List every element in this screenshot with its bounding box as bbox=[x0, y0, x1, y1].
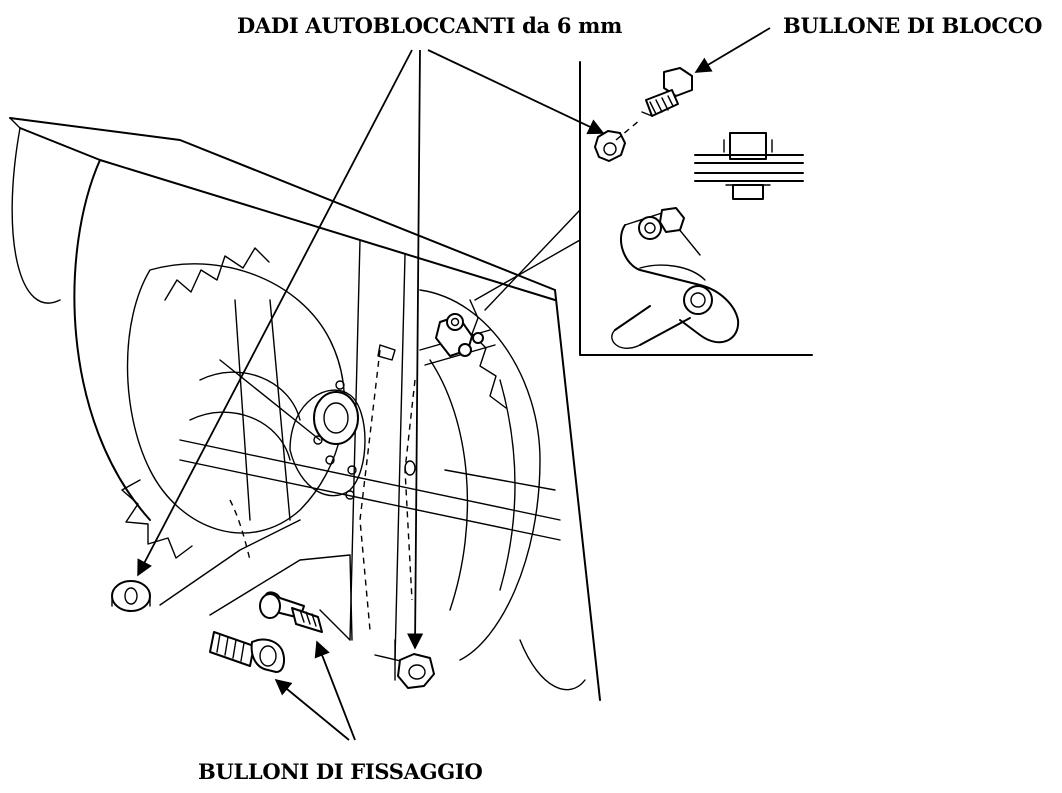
bracket-detail-view bbox=[611, 207, 740, 349]
nut-top bbox=[594, 130, 626, 162]
nut-left bbox=[111, 580, 151, 612]
mounting-bolt-upper bbox=[259, 591, 323, 633]
cross-section-view bbox=[694, 132, 804, 200]
detail-inset bbox=[474, 61, 813, 356]
mounting-guides bbox=[229, 349, 416, 631]
gearbox bbox=[289, 344, 416, 500]
mounting-bolt-lower bbox=[209, 631, 285, 673]
mounting-plate bbox=[159, 519, 406, 681]
self-locking-nuts-label: DADI AUTOBLOCCANTI da 6 mm bbox=[237, 13, 623, 38]
left-auger bbox=[121, 247, 346, 559]
mounting-bolts-label: BULLONI DI FISSAGGIO bbox=[198, 759, 483, 784]
auger-shaft bbox=[179, 313, 561, 541]
auger-housing bbox=[9, 117, 601, 701]
lock-bolt-label: BULLONE DI BLOCCO bbox=[783, 13, 1043, 38]
callout-leaders bbox=[137, 27, 771, 741]
nut-center bbox=[397, 653, 435, 689]
lock-bolt bbox=[615, 67, 693, 141]
right-auger bbox=[419, 289, 586, 691]
